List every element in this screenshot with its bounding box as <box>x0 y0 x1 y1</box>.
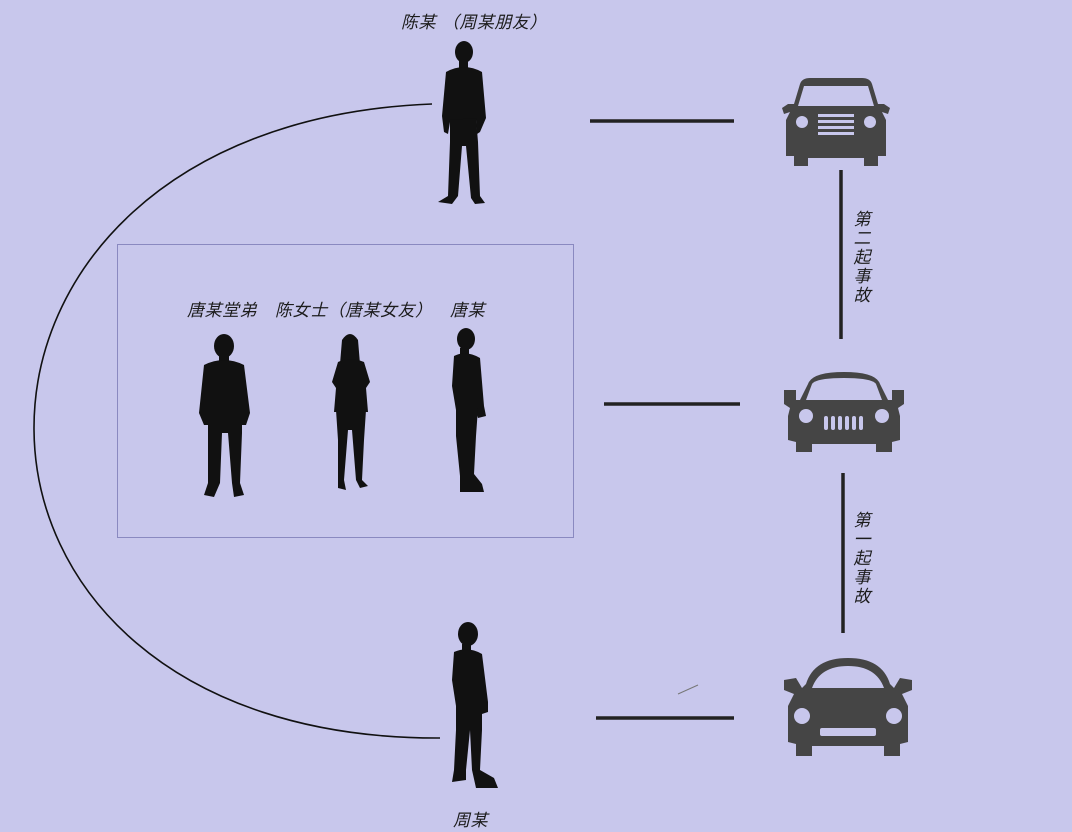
jeep-icon <box>784 372 904 452</box>
suv-icon <box>782 78 890 166</box>
person-tang-icon <box>452 328 486 492</box>
person-zhou-icon <box>452 622 498 788</box>
label-first-accident: 第一起事故 <box>853 511 871 607</box>
label-second-accident: 第二起事故 <box>853 210 871 306</box>
label-chen: 陈某 （周某朋友） <box>401 13 547 33</box>
group-box <box>117 244 574 538</box>
label-tang-cousin: 唐某堂弟 <box>187 301 257 321</box>
label-chen-ms: 陈女士（唐某女友） <box>275 301 433 321</box>
relation-arc <box>33 103 441 739</box>
sedan-icon <box>784 658 912 756</box>
label-tang: 唐某 <box>450 301 485 321</box>
stray-mark <box>677 684 699 695</box>
person-chen-ms-icon <box>332 334 370 490</box>
person-tang-cousin-icon <box>199 334 250 497</box>
person-chen-icon <box>438 41 486 204</box>
label-zhou: 周某 <box>453 811 488 831</box>
